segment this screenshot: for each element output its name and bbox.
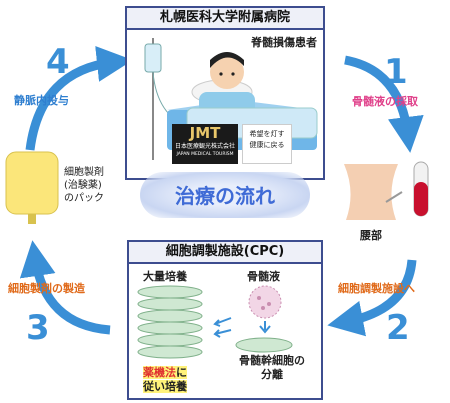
cell-bag-line1: 細胞製剤 <box>64 167 104 178</box>
cell-bag-line3: のパック <box>64 193 104 204</box>
blood-tube-icon <box>413 161 429 217</box>
waist-label: 腰部 <box>360 229 382 242</box>
step-2-label: 細胞調製施設へ <box>338 282 415 295</box>
cell-bag-icon <box>5 151 59 224</box>
law-note: 薬機法に 従い培養 <box>143 366 187 394</box>
law-highlight: 薬機法 <box>143 366 176 379</box>
patient-label: 脊髄損傷患者 <box>251 36 317 49</box>
arrow-step1 <box>344 55 424 153</box>
cell-bag-label: 細胞製剤 (治験薬) のパック <box>64 166 104 205</box>
marrow-label: 骨髄液 <box>247 270 280 283</box>
arrow-step4 <box>25 46 133 151</box>
cell-bag-line2: (治験薬) <box>64 180 102 191</box>
separation-dish-icon <box>235 337 293 353</box>
separation-line2: 分離 <box>261 368 283 381</box>
step-1-number: 1 <box>384 52 408 92</box>
separation-line1: 骨髄幹細胞の <box>239 354 305 367</box>
culture-label: 大量培養 <box>143 270 187 283</box>
separation-label: 骨髄幹細胞の 分離 <box>227 354 317 382</box>
center-label-glow <box>140 172 310 218</box>
logo-company-name: 日本医療観光株式会社 <box>174 143 235 150</box>
logo-company-en: JAPAN MEDICAL TOURISM <box>176 152 234 157</box>
logo-slogan-line2: 健康に戻る <box>249 141 285 149</box>
hospital-title: 札幌医科大学附属病院 <box>127 8 323 30</box>
logo-mark-text: JMT <box>189 124 221 142</box>
arrow-step3 <box>19 240 111 335</box>
step-4-label: 静脈内投与 <box>14 94 69 107</box>
arrow-step2 <box>327 259 417 337</box>
logo-slogan: 希望を灯す 健康に戻る <box>242 124 292 164</box>
law-line2: 従い培養 <box>143 380 187 393</box>
culture-dish-stack <box>137 285 203 359</box>
step-1-label: 骨髄液の採取 <box>352 95 418 108</box>
waist-illustration <box>344 164 403 220</box>
hospital-box: 札幌医科大学附属病院 脊髄損傷患者 <box>125 6 325 180</box>
step-3-label: 細胞製剤の製造 <box>8 282 85 295</box>
logo-mark: JMT 日本医療観光株式会社 JAPAN MEDICAL TOURISM <box>172 124 238 164</box>
step-2-number: 2 <box>386 308 410 348</box>
center-label: 治療の流れ <box>175 184 275 208</box>
step-4-number: 4 <box>46 42 70 82</box>
cpc-title: 細胞調製施設(CPC) <box>129 242 321 264</box>
logo-slogan-line1: 希望を灯す <box>249 130 285 138</box>
law-suffix: に <box>176 366 187 379</box>
step-3-number: 3 <box>26 308 50 348</box>
transfer-arrows-icon <box>213 317 232 338</box>
cpc-box: 細胞調製施設(CPC) 大量培養 骨髄液 骨髄幹細胞の 分離 薬機法に 従い培養 <box>127 240 323 400</box>
company-logo: JMT 日本医療観光株式会社 JAPAN MEDICAL TOURISM 希望を… <box>172 124 292 164</box>
marrow-sample-icon <box>248 285 282 319</box>
down-arrow-icon <box>259 321 271 334</box>
